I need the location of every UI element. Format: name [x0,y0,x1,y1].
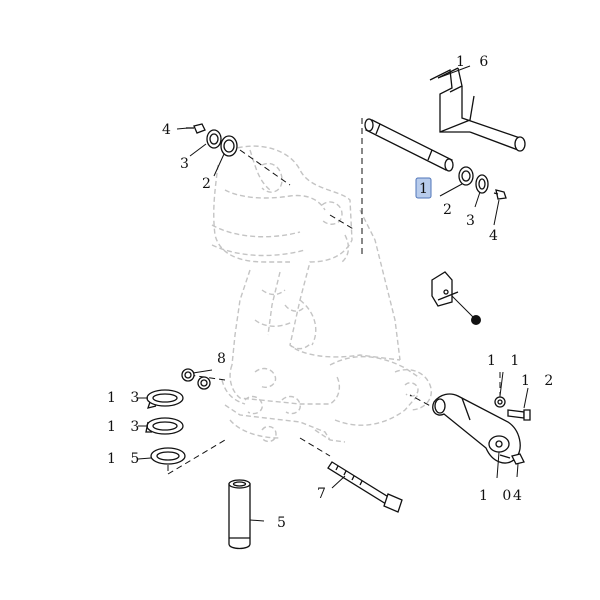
callout-16: 1 6 [456,54,493,70]
callout-4-bottom: 4 [513,488,527,504]
part-16-u-rod [429,67,526,152]
callout-3-right: 3 [466,213,480,229]
callout-5: 5 [277,515,291,531]
parts-11-12-4 [494,396,531,465]
part-5-sleeve [228,479,251,550]
callout-4-top: 4 [162,122,176,138]
callout-15: 1 5 [107,451,144,467]
callout-2-left: 2 [202,176,216,192]
callout-4-right: 4 [489,228,503,244]
part-10-lever [432,393,521,464]
part-8-washers [181,368,211,390]
ghost-frame-assembly [211,145,432,443]
callout-2-right: 2 [443,202,457,218]
small-bracket [431,271,481,325]
callout-1-highlight[interactable] [415,177,432,199]
reference-dot-icon [471,315,481,325]
callout-12: 1 2 [521,373,558,389]
callout-13-lower: 1 3 [107,419,144,435]
callout-8: 8 [217,351,231,367]
callout-labels: 1 6 1 2 3 4 4 3 2 8 1 3 1 3 1 5 1 1 1 2 … [107,54,558,531]
callout-10: 1 0 [479,488,516,504]
callout-11: 1 1 [487,353,524,369]
right-washers [458,166,507,200]
callout-1[interactable]: 1 [419,181,433,197]
callout-leaders [137,65,529,522]
callout-7: 7 [317,486,331,502]
part-1-pin [364,118,454,172]
snap-rings [145,389,186,465]
callout-3-left: 3 [180,156,194,172]
left-washers [186,123,238,157]
part-7-bolt [327,461,403,513]
callout-13-upper: 1 3 [107,390,144,406]
